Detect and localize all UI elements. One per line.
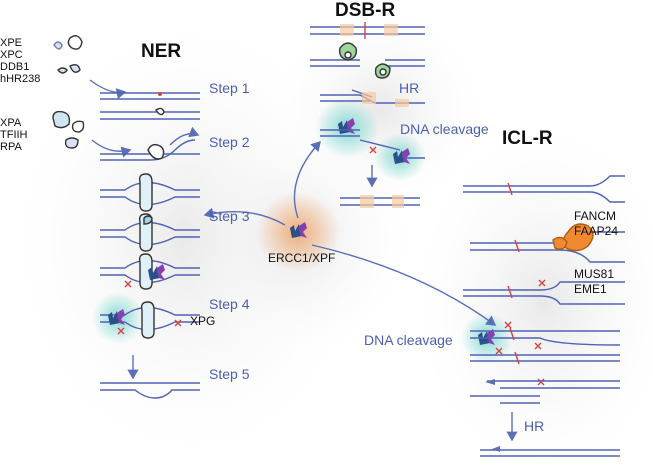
ner-factor-label: XPE bbox=[0, 37, 23, 49]
connecting-arrows bbox=[203, 140, 497, 326]
cut-marks bbox=[117, 146, 546, 386]
ner-factor-label: hHR238 bbox=[0, 73, 41, 85]
icl-factor-label: EME1 bbox=[574, 282, 607, 296]
step-label: Step 1 bbox=[209, 80, 250, 96]
icl-hr-label: HR bbox=[524, 418, 545, 434]
ner-factor-label: XPC bbox=[0, 49, 23, 61]
dsb-heading: DSB-R bbox=[335, 0, 396, 21]
step-label: Step 3 bbox=[209, 208, 250, 224]
dsb-pathway bbox=[310, 22, 425, 208]
ner-factor-label: DDB1 bbox=[0, 61, 30, 73]
ner-factor-label: XPA bbox=[0, 117, 22, 129]
icl-factor-label: MUS81 bbox=[574, 267, 615, 281]
dsb-cleavage-label: DNA cleavage bbox=[400, 121, 489, 137]
xpg-label: XPG bbox=[190, 314, 216, 328]
step-label: Step 4 bbox=[209, 296, 250, 312]
ner-factor-label: TFIIH bbox=[0, 129, 28, 141]
dsb-hr-label: HR bbox=[399, 80, 420, 96]
icl-factor-label: FAAP24 bbox=[574, 224, 619, 238]
step-label: Step 2 bbox=[209, 134, 250, 150]
ner-pathway bbox=[52, 35, 200, 399]
ner-heading: NER bbox=[141, 41, 182, 62]
icl-factor-label: FANCM bbox=[574, 209, 616, 223]
icl-pathway bbox=[463, 175, 625, 457]
ner-factor-label: RPA bbox=[0, 141, 22, 153]
icl-cleavage-label: DNA cleavage bbox=[364, 332, 453, 348]
ercc1-xpf-label: ERCC1/XPF bbox=[268, 251, 336, 265]
icl-heading: ICL-R bbox=[502, 128, 553, 149]
step-label: Step 5 bbox=[209, 366, 250, 382]
